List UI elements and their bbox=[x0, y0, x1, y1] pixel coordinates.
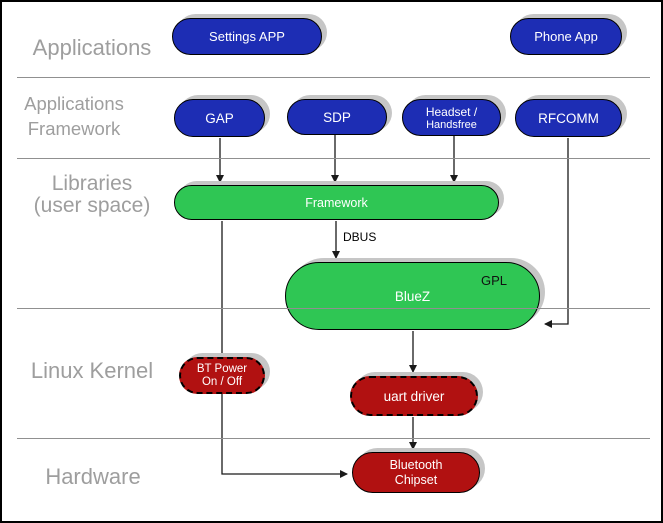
layer-label-line: Framework bbox=[27, 118, 121, 139]
node-label-line: Chipset bbox=[394, 472, 438, 487]
layer-label-libraries: Libraries (user space) bbox=[12, 173, 172, 217]
node-label-line: Headset / bbox=[425, 104, 478, 119]
edge-rfcomm-bluez bbox=[544, 138, 569, 328]
node-uart-driver: uart driver bbox=[350, 376, 478, 416]
node-headset-handsfree: Headset / Handsfree bbox=[402, 99, 501, 136]
layer-divider-applications bbox=[17, 77, 650, 78]
node-gap: GAP bbox=[174, 99, 265, 137]
node-sdp: SDP bbox=[287, 99, 387, 135]
node-label-line: Handsfree bbox=[426, 118, 477, 131]
layer-divider-libraries bbox=[17, 308, 650, 309]
edge-framework-chipset-via-btpower bbox=[221, 221, 348, 478]
layer-divider-framework bbox=[17, 158, 650, 159]
node-label-line: On / Off bbox=[201, 375, 243, 388]
gpl-badge: GPL bbox=[480, 273, 507, 288]
node-bluez: BlueZ GPL bbox=[285, 262, 540, 330]
layer-label-line: (user space) bbox=[33, 194, 151, 217]
node-phone-app: Phone App bbox=[510, 18, 622, 55]
layer-label-line: Applications bbox=[24, 93, 124, 114]
layer-label-linux-kernel: Linux Kernel bbox=[30, 358, 154, 383]
layer-label-applications-framework: Applications Framework bbox=[10, 91, 138, 141]
node-rfcomm: RFCOMM bbox=[515, 99, 622, 137]
node-bt-power: BT Power On / Off bbox=[179, 357, 265, 394]
layer-label-applications: Applications bbox=[32, 35, 152, 60]
node-label-line: Bluetooth bbox=[389, 457, 443, 472]
node-settings-app: Settings APP bbox=[172, 18, 322, 55]
layer-label-line: Libraries bbox=[51, 172, 133, 195]
layer-divider-kernel bbox=[17, 438, 650, 439]
node-label: BlueZ bbox=[394, 288, 431, 304]
node-label-line: BT Power bbox=[196, 362, 248, 375]
node-framework: Framework bbox=[174, 185, 499, 220]
edge-label-dbus: DBUS bbox=[343, 230, 377, 244]
layer-label-hardware: Hardware bbox=[45, 464, 141, 489]
node-bluetooth-chipset: Bluetooth Chipset bbox=[352, 452, 480, 493]
